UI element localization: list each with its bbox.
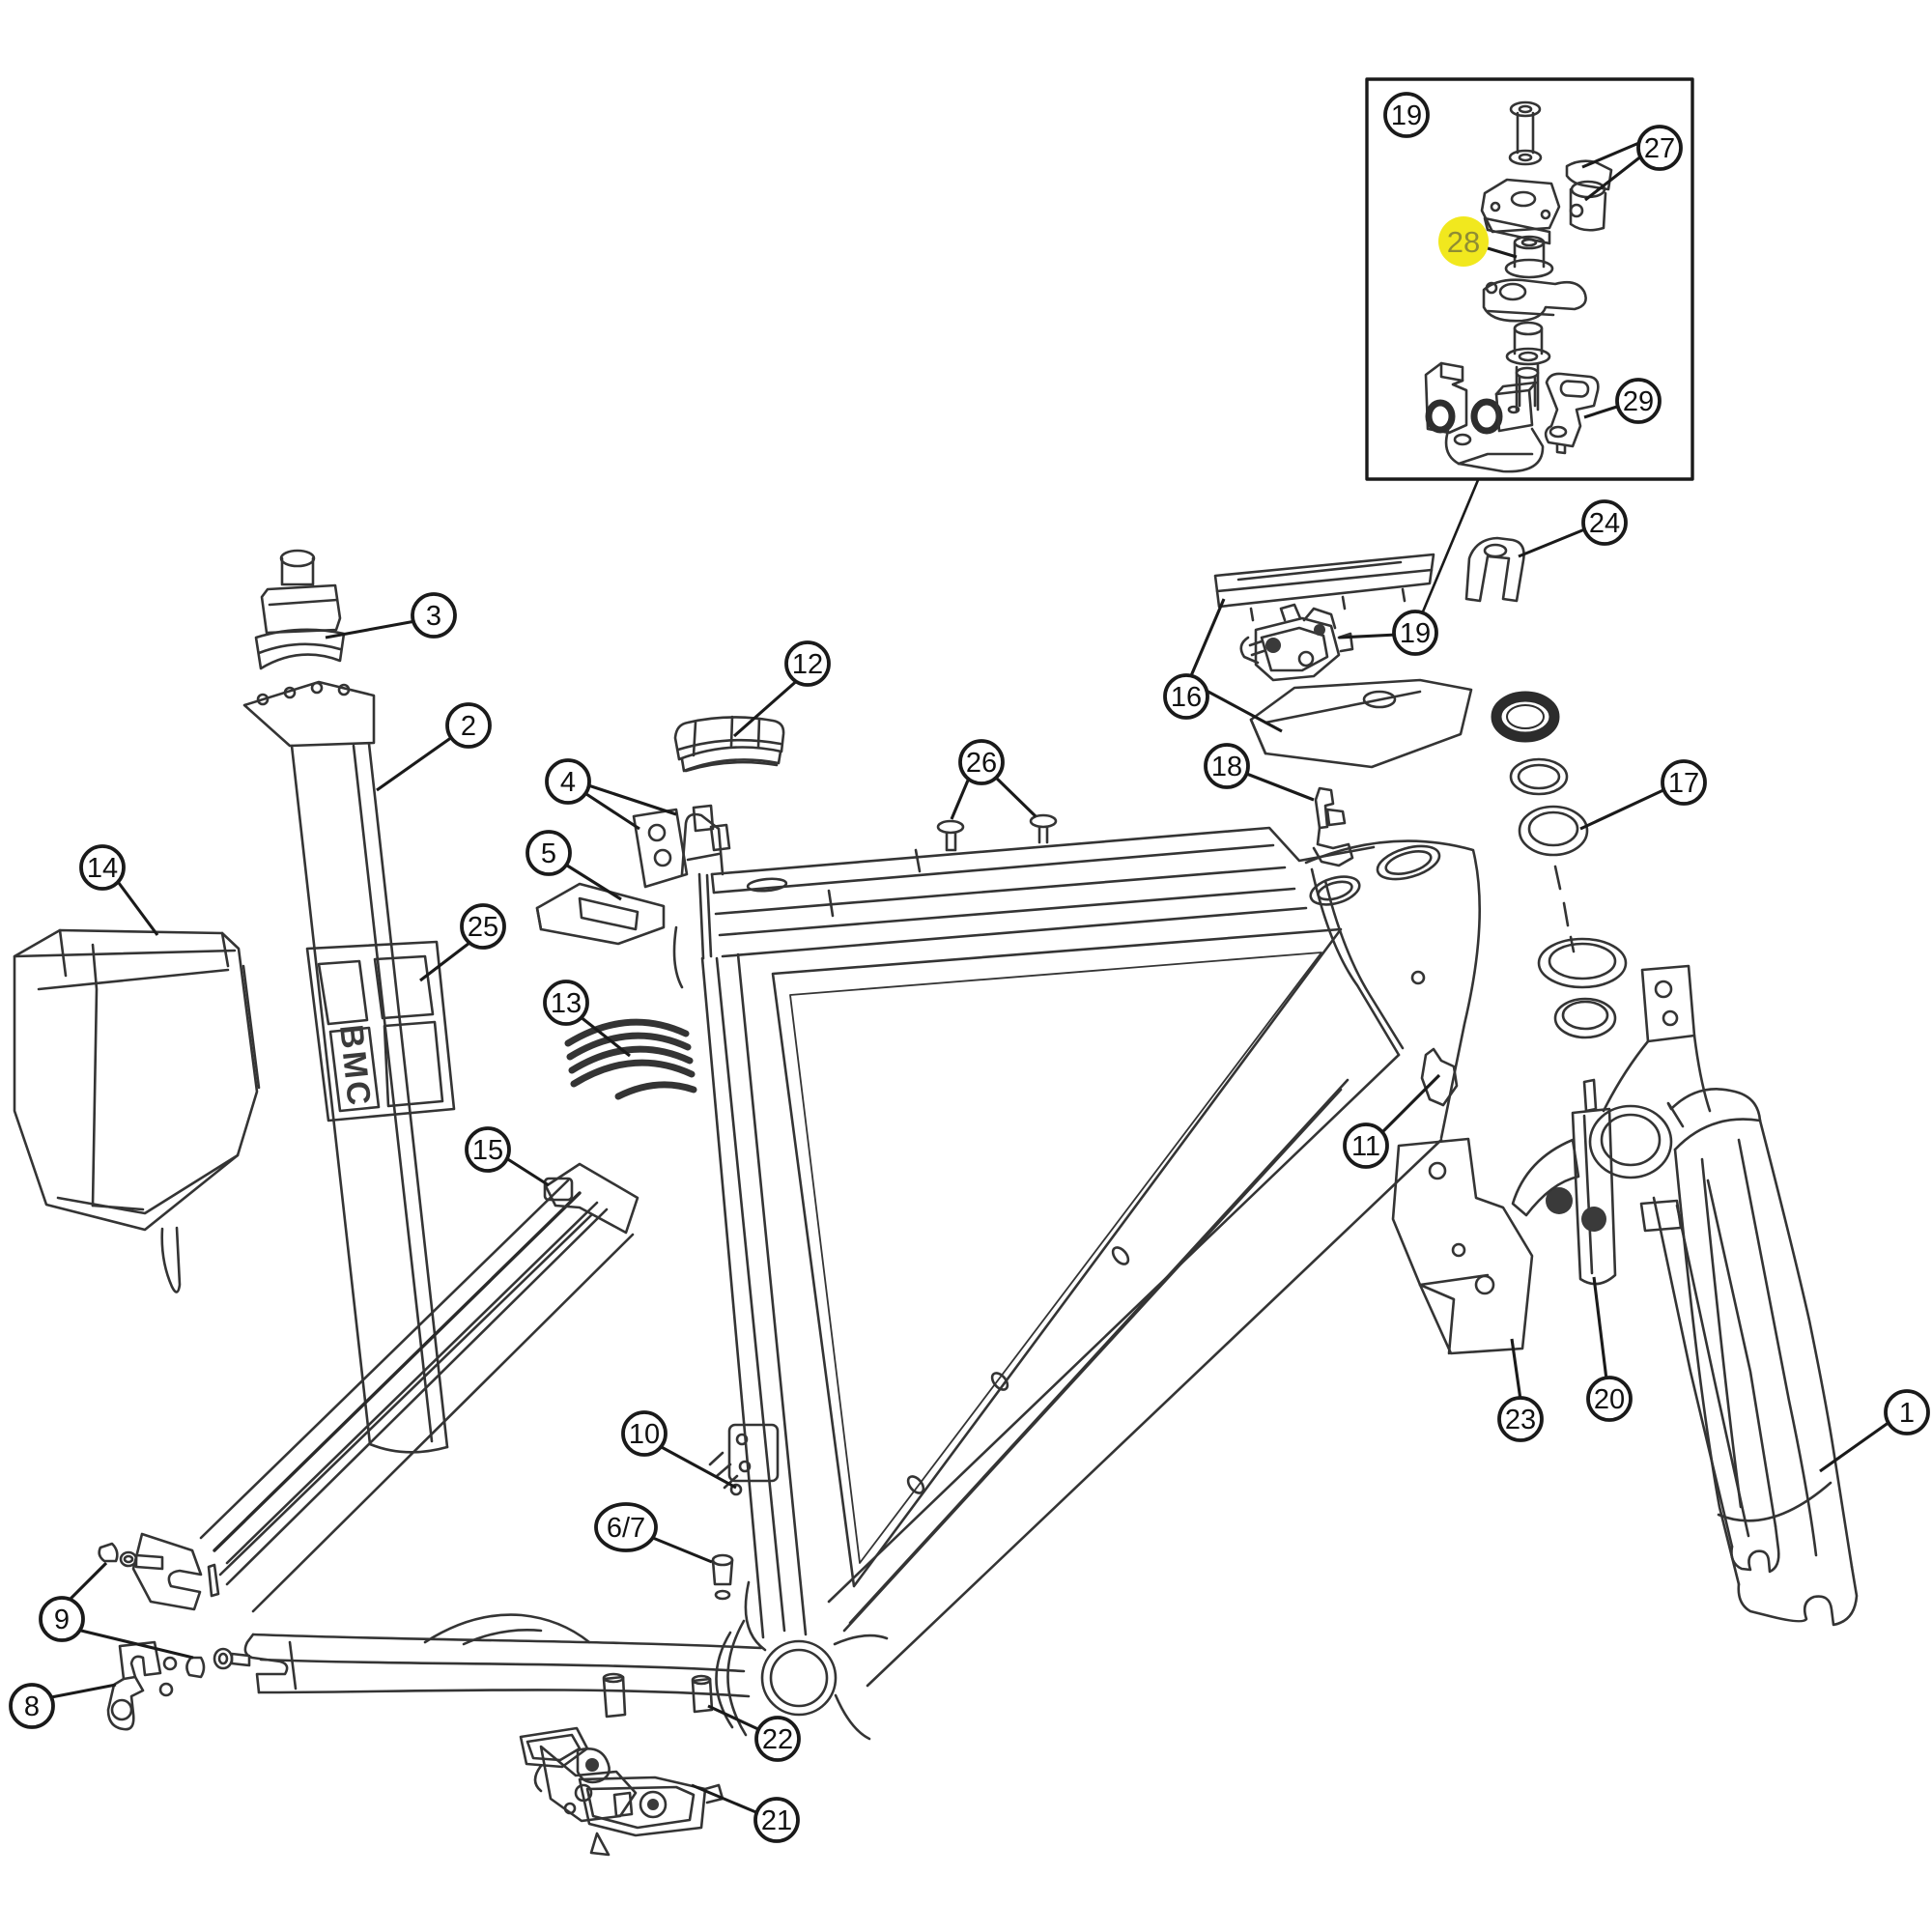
svg-text:27: 27 — [1644, 133, 1675, 164]
svg-text:13: 13 — [551, 988, 582, 1019]
svg-text:10: 10 — [629, 1419, 660, 1450]
svg-text:5: 5 — [541, 838, 556, 869]
svg-text:9: 9 — [54, 1605, 70, 1635]
svg-text:19: 19 — [1400, 618, 1431, 649]
svg-text:14: 14 — [87, 853, 118, 884]
svg-text:25: 25 — [468, 912, 498, 943]
svg-text:15: 15 — [472, 1135, 503, 1166]
svg-text:16: 16 — [1171, 682, 1202, 713]
svg-text:21: 21 — [761, 1805, 792, 1836]
svg-text:24: 24 — [1589, 508, 1620, 539]
svg-text:8: 8 — [24, 1691, 40, 1722]
svg-text:19: 19 — [1391, 100, 1422, 131]
svg-text:11: 11 — [1351, 1131, 1380, 1162]
svg-text:BMC: BMC — [332, 1023, 378, 1110]
svg-text:22: 22 — [762, 1724, 793, 1755]
svg-text:18: 18 — [1211, 752, 1242, 782]
svg-text:3: 3 — [426, 601, 441, 632]
svg-text:12: 12 — [792, 649, 823, 680]
svg-text:26: 26 — [966, 748, 997, 779]
svg-text:6/7: 6/7 — [607, 1513, 645, 1544]
svg-text:23: 23 — [1505, 1405, 1536, 1435]
svg-text:28: 28 — [1447, 225, 1480, 259]
svg-text:20: 20 — [1594, 1384, 1625, 1415]
svg-text:2: 2 — [461, 711, 476, 742]
svg-text:17: 17 — [1668, 768, 1699, 799]
svg-text:4: 4 — [560, 767, 576, 798]
svg-text:1: 1 — [1899, 1398, 1915, 1429]
svg-text:29: 29 — [1623, 386, 1654, 417]
